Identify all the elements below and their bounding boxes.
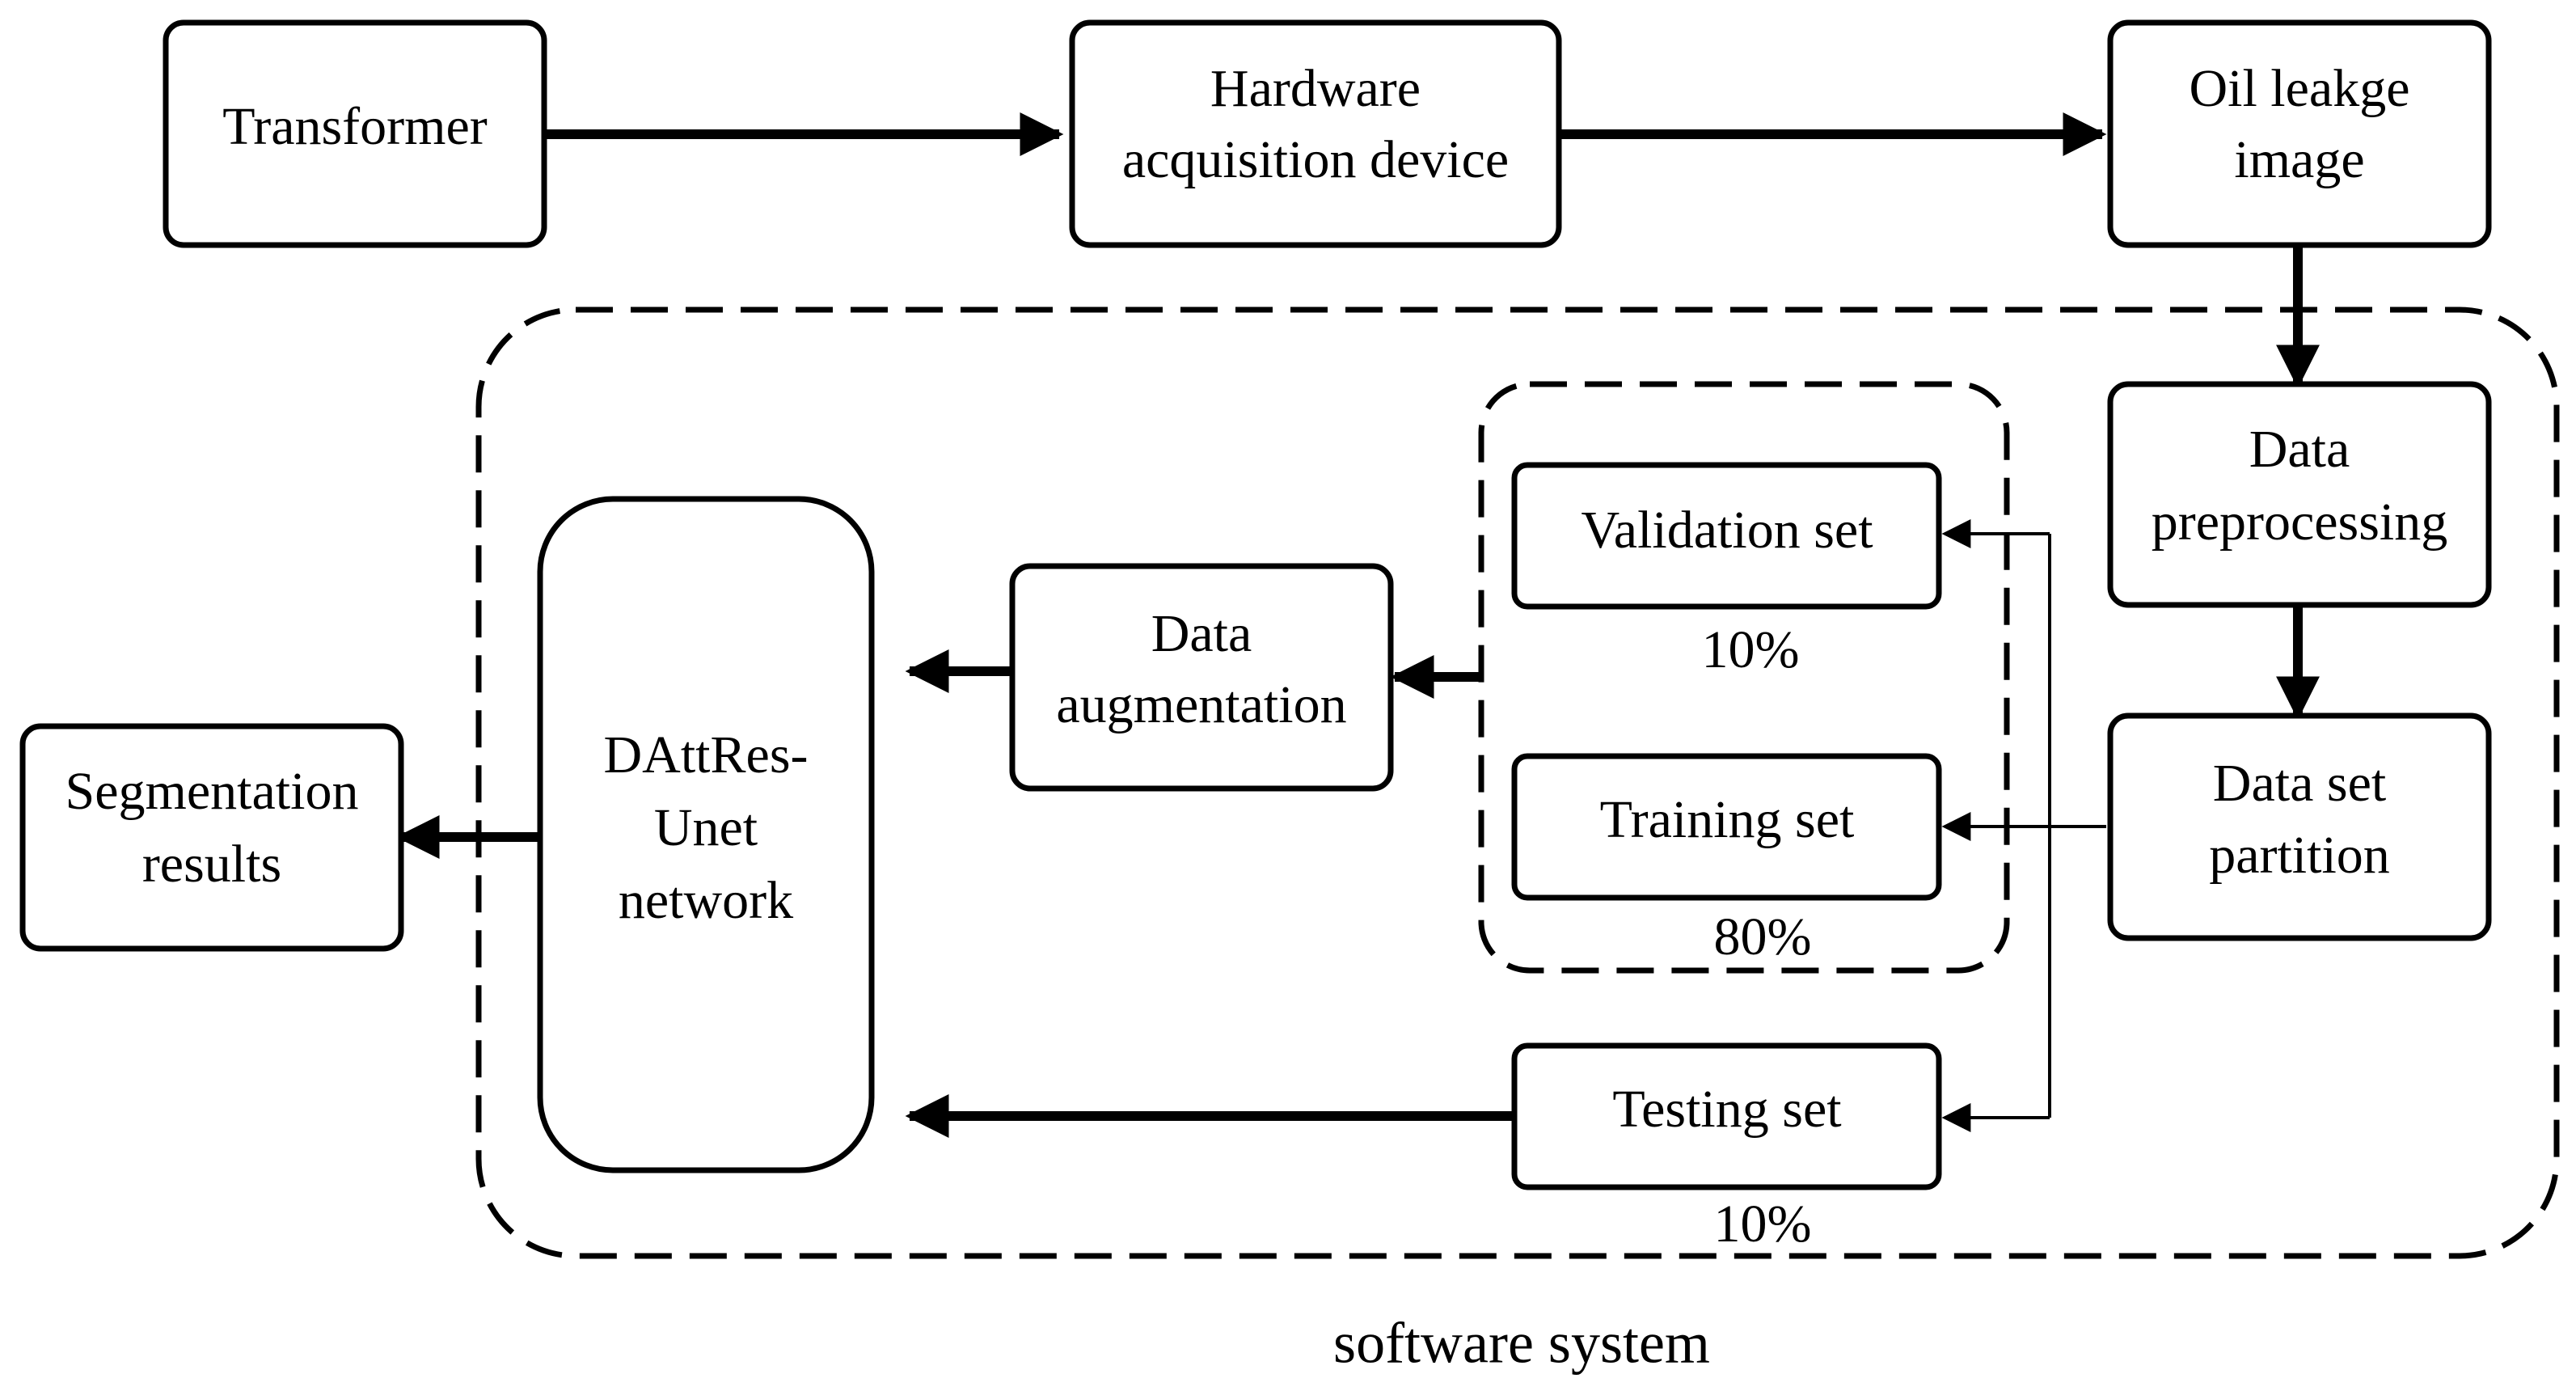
node-hardware-label-line-2: acquisition device: [1122, 130, 1509, 189]
node-hardware-label-line-1: Hardware: [1210, 59, 1421, 118]
node-data-augmentation: Data augmentation: [1009, 563, 1394, 792]
node-data-set-partition: Data set partition: [2107, 712, 2492, 941]
node-training-label: Training set: [1600, 790, 1855, 849]
node-testing-label: Testing set: [1612, 1080, 1841, 1139]
node-validation-set: Validation set: [1511, 462, 1942, 610]
node-network-label-line-3: network: [619, 871, 793, 930]
software-system-caption: software system: [1333, 1311, 1710, 1376]
connectors: [395, 112, 2320, 1138]
node-oil-leakage-image: Oil leakge image: [2107, 19, 2492, 248]
node-oil-image-label-line-1: Oil leakge: [2189, 59, 2409, 118]
node-validation-label: Validation set: [1581, 501, 1873, 560]
node-testing-set: Testing set: [1511, 1042, 1942, 1190]
node-partition-label-line-1: Data set: [2213, 754, 2386, 813]
node-transformer-label: Transformer: [222, 97, 488, 156]
validation-percentage: 10%: [1702, 620, 1800, 679]
node-segmentation-label-line-1: Segmentation: [65, 762, 359, 821]
node-preprocessing-label-line-2: preprocessing: [2152, 493, 2448, 552]
node-segmentation-results: Segmentation results: [19, 723, 404, 952]
node-transformer: Transformer: [163, 19, 547, 248]
node-partition-label-line-2: partition: [2209, 826, 2390, 885]
node-network-label-line-1: DAttRes-: [604, 725, 809, 784]
node-training-set: Training set: [1511, 753, 1942, 901]
node-augmentation-label-line-2: augmentation: [1056, 675, 1346, 734]
node-network-label-line-2: Unet: [654, 798, 758, 857]
node-oil-image-label-line-2: image: [2234, 130, 2364, 189]
testing-percentage: 10%: [1714, 1194, 1812, 1254]
node-hardware-acquisition-device: Hardware acquisition device: [1069, 19, 1562, 248]
node-dattres-unet-network: DAttRes- Unet network: [537, 496, 875, 1173]
node-data-preprocessing: Data preprocessing: [2107, 381, 2492, 608]
node-preprocessing-label-line-1: Data: [2249, 420, 2350, 479]
training-percentage: 80%: [1714, 907, 1812, 966]
node-augmentation-label-line-1: Data: [1151, 604, 1252, 663]
node-segmentation-label-line-2: results: [142, 835, 281, 894]
software-system-boundary: [475, 307, 2560, 1259]
